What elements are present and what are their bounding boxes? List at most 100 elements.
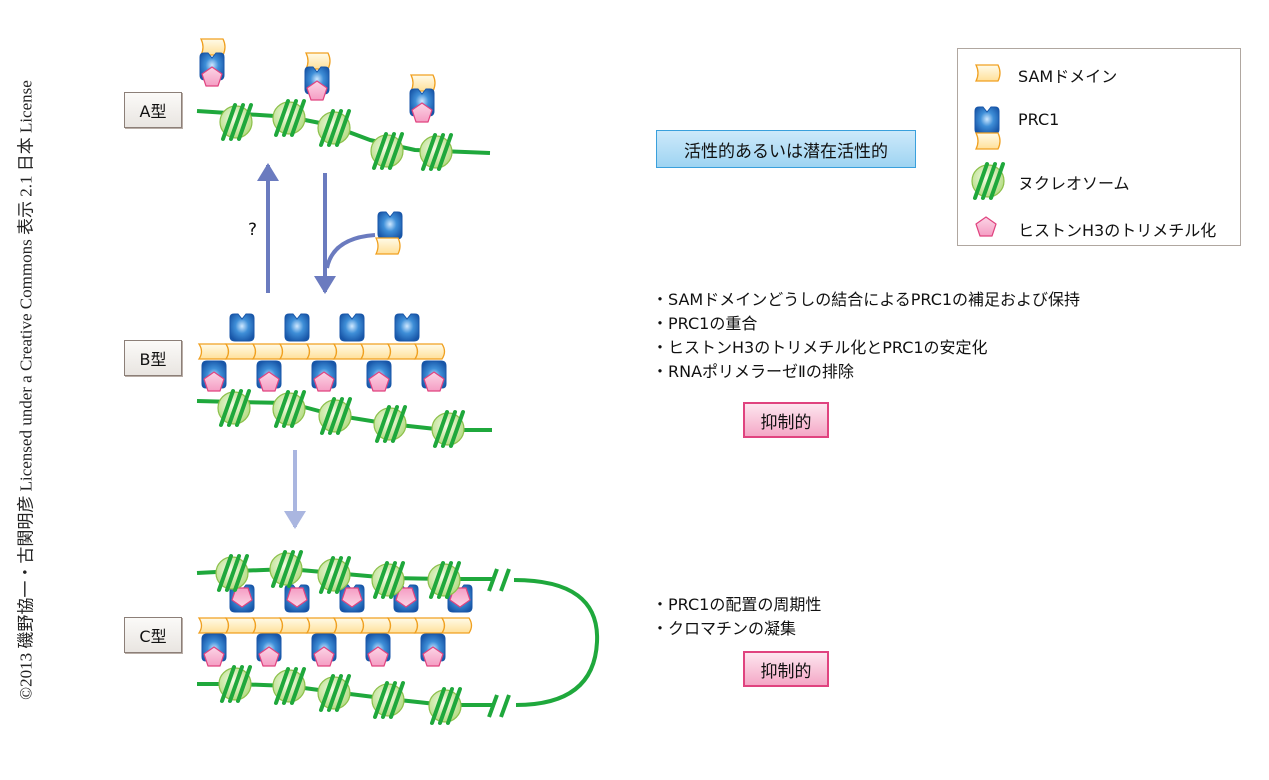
sam-domain-icon [413,343,446,360]
sam-domain-icon [440,617,473,634]
legend: SAMドメイン PRC1 ヌクレオソーム ヒストンH3のトリメチル化 [957,48,1241,246]
type-a-label: A型 [124,92,182,128]
state-b-bullet: SAMドメインどうしの結合によるPRC1の補足および保持 [652,288,1080,312]
sam-domain-icon [332,617,365,634]
legend-item-sam: SAMドメイン [1018,67,1118,86]
h3k27me3-pentagon-icon [201,66,223,87]
state-c-bullet: PRC1の配置の周期性 [652,593,821,617]
prc1-icon [377,211,403,240]
legend-item-h3k27me3: ヒストンH3のトリメチル化 [1018,221,1217,240]
sam-domain-icon [332,343,365,360]
nucleosome-icon [217,389,251,427]
type-b-label: B型 [124,340,182,376]
h3k27me3-pentagon-icon [423,371,445,392]
sam-domain-icon [359,343,392,360]
h3k27me3-pentagon-icon [258,646,280,667]
nucleosome-icon [317,109,351,147]
sam-domain-icon [305,343,338,360]
dna-break-mark [499,694,511,718]
arrow-a-to-b [314,173,336,294]
nucleosome-icon [371,561,405,599]
nucleosome-icon [219,103,253,141]
h3k27me3-pentagon-icon [258,371,280,392]
legend-item-nucleosome: ヌクレオソーム [1018,174,1130,193]
copyright-notice: ©2013 磯野協一・古関明彦 Licensed under a Creativ… [16,80,36,700]
h3k27me3-pentagon-icon [313,371,335,392]
recruitment-curve [325,233,376,269]
nucleosome-icon [269,550,303,588]
sam-domain-icon [224,343,257,360]
sam-domain-icon [374,237,401,255]
sam-domain-icon [224,617,257,634]
sam-domain-icon [278,617,311,634]
prc1-icon [394,313,420,342]
sam-domain-icon [278,343,311,360]
h3k27me3-pentagon-icon [231,587,253,608]
dna-break-mark [487,568,499,592]
legend-icons [971,64,1005,237]
nucleosome-icon [218,665,252,703]
state-b-bullet: ヒストンH3のトリメチル化とPRC1の安定化 [652,336,1080,360]
h3k27me3-pentagon-icon [449,587,471,608]
arrow-b-to-a [257,163,279,293]
h3k27me3-pentagon-icon [286,587,308,608]
objects-layer [197,38,473,725]
nucleosome-icon [272,667,306,705]
sam-domain-icon [386,343,419,360]
sam-domain-icon [386,617,419,634]
sam-domain-icon [251,617,284,634]
h3k27me3-pentagon-icon [341,587,363,608]
nucleosome-icon [371,681,405,719]
h3k27me3-pentagon-icon [313,646,335,667]
arrow-b-to-c [284,450,306,529]
sam-domain-icon [197,343,230,360]
prc1-icon [974,106,1000,135]
sam-domain-icon [974,132,1001,150]
h3k27me3-pentagon-icon [975,216,997,237]
dna-break-mark [487,694,499,718]
sam-domain-icon [413,617,446,634]
status-repressive-badge-b: 抑制的 [743,402,829,438]
nucleosome-icon [427,561,461,599]
prc1-icon [284,313,310,342]
state-c-bullet-list: PRC1の配置の周期性 クロマチンの凝集 [652,593,821,641]
dna-break-mark [499,568,511,592]
nucleosome-icon [419,133,453,171]
dna-loop [513,578,600,707]
nucleosome-icon [373,405,407,443]
sam-domain-icon [305,617,338,634]
sam-domain-icon [974,64,1001,82]
h3k27me3-pentagon-icon [203,371,225,392]
nucleosome-icon [428,687,462,725]
h3k27me3-pentagon-icon [395,587,417,608]
nucleosome-icon [272,99,306,137]
h3k27me3-pentagon-icon [306,80,328,101]
sam-domain-icon [197,617,230,634]
state-b-bullet: PRC1の重合 [652,312,1080,336]
state-b-bullet-list: SAMドメインどうしの結合によるPRC1の補足および保持 PRC1の重合 ヒスト… [652,288,1080,384]
status-active-badge: 活性的あるいは潜在活性的 [656,130,916,168]
h3k27me3-pentagon-icon [422,646,444,667]
recruited-prc1 [374,211,403,255]
nucleosome-icon [317,556,351,594]
sam-domain-icon [359,617,392,634]
sam-domain-icon [251,343,284,360]
type-c-label: C型 [124,617,182,653]
arrows-layer [257,163,403,529]
h3k27me3-pentagon-icon [368,371,390,392]
nucleosome-icon [431,410,465,448]
h3k27me3-pentagon-icon [411,102,433,123]
prc1-icon [229,313,255,342]
h3k27me3-pentagon-icon [203,646,225,667]
state-b-bullet: RNAポリメラーゼⅡの排除 [652,360,1080,384]
nucleosome-icon [317,674,351,712]
nucleosome-icon [370,132,404,170]
nucleosome-icon [215,554,249,592]
nucleosome-icon [318,397,352,435]
h3k27me3-pentagon-icon [367,646,389,667]
legend-item-prc1: PRC1 [1018,110,1060,129]
prc1-icon [339,313,365,342]
status-repressive-badge-c: 抑制的 [743,651,829,687]
state-c-bullet: クロマチンの凝集 [652,617,821,641]
question-mark: ? [248,220,258,240]
